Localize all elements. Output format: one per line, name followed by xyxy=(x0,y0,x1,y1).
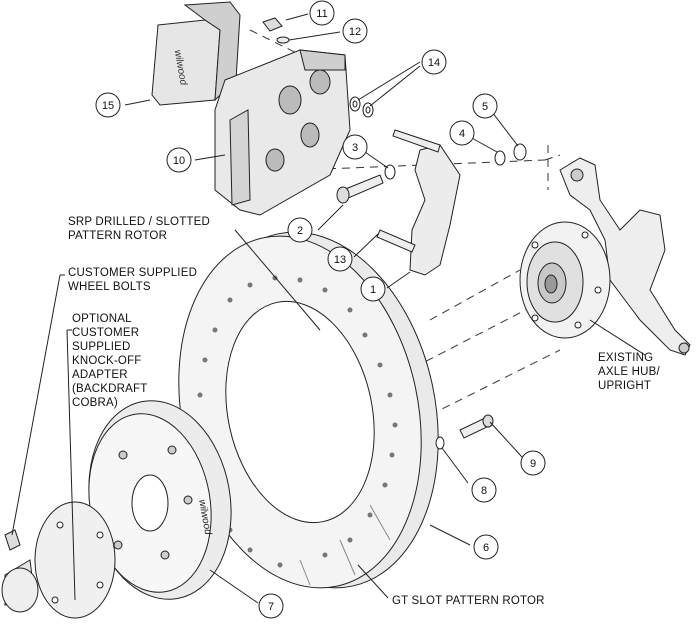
wheel-bolt xyxy=(4,529,21,551)
callout-number: 6 xyxy=(483,542,489,554)
assembly-line-upright xyxy=(544,154,561,161)
label-axle-hub: EXISTING AXLE HUB/ UPRIGHT xyxy=(598,352,660,392)
callout-number: 4 xyxy=(459,128,465,140)
callout-5: 5 xyxy=(472,93,498,119)
brake-pads: wilwood xyxy=(151,1,241,106)
axle-hub xyxy=(519,221,611,339)
leader-lines xyxy=(11,13,646,604)
callout-number: 15 xyxy=(102,100,114,112)
mount-bolt xyxy=(336,164,396,204)
label-knockoff-adapter: OPTIONAL CUSTOMER SUPPLIED KNOCK-OFF ADA… xyxy=(72,313,148,409)
callout-15: 15 xyxy=(95,92,121,118)
callout-14: 14 xyxy=(421,49,447,75)
callout-group: 11 12 14 15 10 3 4 5 2 13 1 9 8 6 7 xyxy=(95,0,546,619)
callout-11: 11 xyxy=(309,0,335,26)
callout-1: 1 xyxy=(360,276,386,302)
callout-7: 7 xyxy=(258,593,284,619)
callout-number: 7 xyxy=(268,601,274,613)
callout-number: 3 xyxy=(352,142,358,154)
callout-number: 5 xyxy=(482,101,488,113)
callout-6: 6 xyxy=(473,534,499,560)
callout-number: 8 xyxy=(481,485,487,497)
assembly-line-caliper xyxy=(249,29,336,73)
mounting-bracket xyxy=(376,129,527,276)
callout-10: 10 xyxy=(166,147,192,173)
callout-13: 13 xyxy=(327,246,353,272)
caliper-hardware xyxy=(262,17,290,44)
label-gt-rotor: GT SLOT PATTERN ROTOR xyxy=(392,595,545,607)
rotor-hat: wilwood xyxy=(88,400,232,600)
callout-12: 12 xyxy=(342,18,368,44)
washers-14 xyxy=(349,96,374,118)
callout-number: 13 xyxy=(334,254,346,266)
callout-number: 1 xyxy=(370,284,376,296)
hub-bolt xyxy=(435,414,494,450)
callout-2: 2 xyxy=(287,217,313,243)
caliper xyxy=(214,49,351,216)
label-srp-rotor: SRP DRILLED / SLOTTED PATTERN ROTOR xyxy=(68,216,211,242)
callout-4: 4 xyxy=(449,120,475,146)
assembly-line-hub-top xyxy=(429,269,521,321)
callout-number: 12 xyxy=(349,26,361,38)
label-wheel-bolts: CUSTOMER SUPPLIED WHEEL BOLTS xyxy=(68,267,198,293)
callout-number: 14 xyxy=(428,57,440,69)
callout-number: 9 xyxy=(530,458,536,470)
callout-number: 11 xyxy=(316,8,327,20)
brake-rotor xyxy=(178,231,439,589)
callout-number: 10 xyxy=(173,155,185,167)
callout-number: 2 xyxy=(297,225,303,237)
callout-3: 3 xyxy=(342,134,368,160)
callout-9: 9 xyxy=(520,450,546,476)
knockoff-adapter xyxy=(1,501,116,619)
assembly-line-hub-bottom xyxy=(429,349,561,416)
callout-8: 8 xyxy=(471,477,497,503)
axle-upright xyxy=(559,157,691,356)
